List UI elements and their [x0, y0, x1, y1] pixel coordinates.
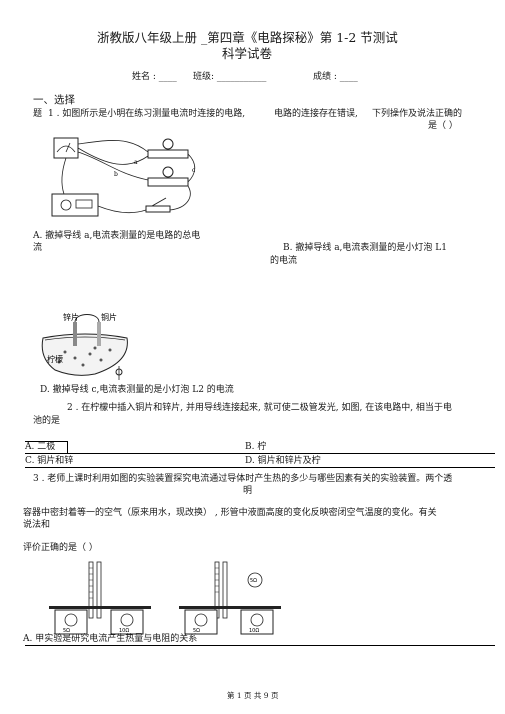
score-field: 成绩 : ____	[313, 72, 358, 82]
circuit-figure: a b c	[51, 137, 196, 217]
q2-stem-cont: 池的是	[33, 416, 61, 426]
lemon-label: 柠檬	[47, 354, 63, 364]
resistor-10-label-right: 10Ω	[249, 628, 259, 634]
q2-table-mid	[25, 453, 495, 454]
section-heading-cont: 题	[33, 109, 43, 119]
q2-stem: 2 . 在柠檬中插入铜片和锌片, 并用导线连接起来, 就可使二极管发光, 如图,…	[67, 403, 452, 413]
q1-option-b: B. 撤掉导线 a,电流表测量的是小灯泡 L1	[283, 243, 447, 253]
q1-option-d: D. 撤掉导线 c,电流表测量的是小灯泡 L2 的电流	[40, 385, 234, 395]
resistor-top-label: 5Ω	[250, 578, 257, 584]
q3-stem-2: 容器中密封着等一的空气（原来用水，现改换） , 形管中液面高度的变化反映密闭空气…	[23, 508, 437, 518]
q1-option-a: A. 撤掉导线 a,电流表测量的是电路的总电	[33, 231, 201, 241]
zinc-plate-icon	[73, 322, 77, 346]
wire-a-label: a	[134, 159, 138, 166]
container-left-icon	[54, 609, 88, 635]
power-supply-icon	[51, 193, 99, 217]
q2-table-top	[25, 441, 67, 442]
q3-stem-2-cont: 说法和	[23, 520, 51, 530]
experiment-figure-left: 5Ω 10Ω	[49, 561, 151, 635]
q2-option-b: B. 柠	[245, 442, 267, 452]
q3-option-rule	[25, 645, 495, 646]
q2-option-a: A. 二极	[25, 442, 56, 452]
resistor-5-label-right: 5Ω	[193, 628, 200, 634]
q3-stem-cont: 明	[243, 486, 253, 496]
wire-b-label: b	[114, 171, 118, 178]
q2-table-bottom	[25, 467, 495, 468]
experiment-figure-right: 5Ω 5Ω 10Ω	[179, 561, 281, 635]
name-field: 姓名 : ____	[132, 72, 177, 82]
q1-stem-b: 电路的连接存在错误,	[274, 109, 358, 119]
wire-c-label: c	[192, 167, 196, 174]
q3-stem-3: 评价正确的是（ ）	[23, 543, 98, 553]
lemon-battery-figure: 锌片 铜片 柠檬	[41, 312, 128, 380]
q1-stem-c: 下列操作及说法正确的	[372, 109, 463, 119]
q2-option-c: C. 铜片和锌	[25, 456, 74, 466]
resistor-10-label: 10Ω	[119, 628, 129, 634]
q1-stem-d: 是（ ）	[428, 121, 458, 131]
page-subtitle: 科学试卷	[222, 46, 273, 61]
q2-option-d: D. 铜片和锌片及柠	[245, 456, 321, 466]
ammeter-icon	[53, 137, 79, 159]
q1-stem-a: 1 . 如图所示是小明在练习测量电流时连接的电路,	[48, 109, 246, 119]
bulb-l2-icon	[162, 166, 174, 178]
page-footer: 第 1 页 共 9 页	[227, 691, 279, 700]
copper-label: 铜片	[101, 312, 117, 322]
q3-option-a: A. 甲实验是研究电流产生热量与电阻的关系	[23, 634, 198, 644]
zinc-label: 锌片	[63, 312, 79, 322]
copper-plate-icon	[97, 322, 101, 346]
switch-icon	[145, 205, 171, 213]
q2-table-divider	[67, 441, 68, 453]
q1-option-a-cont: 流	[33, 243, 43, 253]
class-field: 班级: ___________	[193, 72, 267, 82]
q1-option-b-cont: 的电流	[270, 256, 298, 266]
page-title: 浙教版八年级上册 _第四章《电路探秘》第 1-2 节测试	[97, 30, 398, 45]
section-heading: 一、选择	[33, 94, 75, 106]
u-tube-icon	[88, 561, 94, 619]
bulb-l1-icon	[162, 138, 174, 150]
resistor-5-label: 5Ω	[63, 628, 70, 634]
q3-stem: 3 . 老师上课时利用如图的实验装置探究电流通过导体时产生热的多少与哪些因素有关…	[33, 474, 453, 484]
